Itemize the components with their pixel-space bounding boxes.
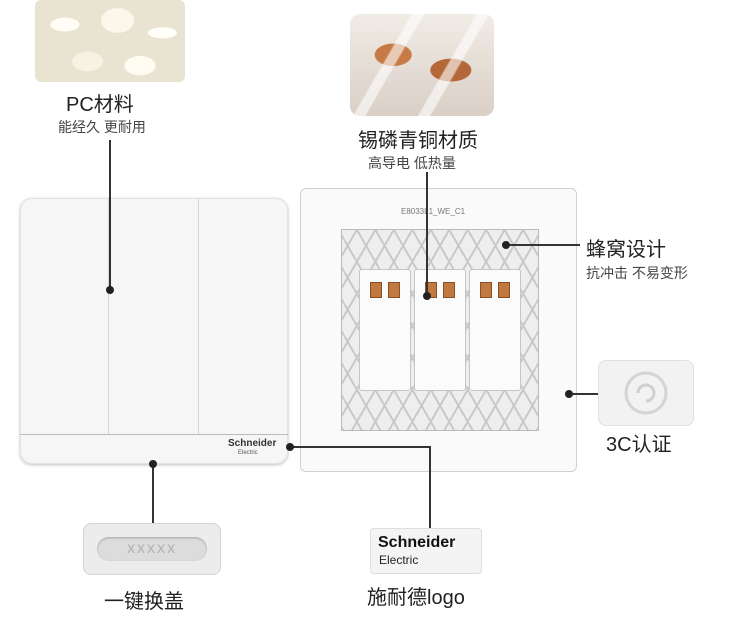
- bronze-contact-photo: [350, 14, 494, 116]
- keycover-callout-line: [152, 463, 154, 523]
- bronze-title: 锡磷青铜材质: [358, 130, 478, 152]
- bronze-contact: [498, 282, 510, 298]
- switch-module: [469, 269, 521, 391]
- keycover-callout-dot: [149, 460, 157, 468]
- pc-callout-dot: [106, 286, 114, 294]
- pc-title: PC材料: [66, 94, 134, 116]
- honeycomb-subtitle: 抗冲击 不易变形: [586, 265, 688, 281]
- logo-brand-sub: Electric: [379, 553, 419, 567]
- logo-callout-line-h: [290, 446, 430, 448]
- pc-callout-line: [109, 140, 111, 290]
- bronze-contact: [388, 282, 400, 298]
- plate-brand-sub: Electric: [238, 450, 258, 456]
- bronze-callout-line: [426, 172, 428, 296]
- keycover-title: 一键换盖: [104, 591, 184, 613]
- plate-brand-name: Schneider: [228, 438, 277, 449]
- back-code: E8033L1_WE_C1: [401, 207, 466, 216]
- switch-back-view: E8033L1_WE_C1: [300, 188, 577, 472]
- bronze-contact: [370, 282, 382, 298]
- cert-callout-dot: [565, 390, 573, 398]
- honeycomb-title: 蜂窝设计: [586, 239, 666, 261]
- logo-callout-line-v: [429, 446, 431, 528]
- key-cover-photo: XXXXX: [83, 523, 221, 575]
- bronze-contact: [480, 282, 492, 298]
- pc-pellets-photo: [35, 0, 185, 82]
- bronze-callout-dot: [423, 292, 431, 300]
- cert-callout-line: [568, 393, 598, 395]
- cert-title: 3C认证: [606, 434, 672, 456]
- logo-title: 施耐德logo: [367, 587, 465, 609]
- logo-brand-name: Schneider: [378, 534, 456, 551]
- honeycomb-callout-dot: [502, 241, 510, 249]
- honeycomb-frame: [341, 229, 539, 431]
- switch-module: [359, 269, 411, 391]
- logo-callout-dot: [286, 443, 294, 451]
- switch-module: [414, 269, 466, 391]
- switch-front-plate: Schneider Electric: [20, 198, 288, 464]
- bronze-subtitle: 高导电 低热量: [368, 155, 456, 171]
- 3c-mark-icon: [624, 371, 668, 415]
- rocker-divider: [198, 198, 199, 434]
- key-slot: XXXXX: [97, 537, 207, 561]
- honeycomb-callout-line: [506, 244, 580, 246]
- 3c-cert-mark: [598, 360, 694, 426]
- rocker-divider: [108, 198, 109, 434]
- plate-bottom-edge: [20, 434, 288, 435]
- pc-subtitle: 能经久 更耐用: [58, 119, 146, 135]
- bronze-contact: [443, 282, 455, 298]
- schneider-logo-closeup: Schneider Electric: [370, 528, 482, 574]
